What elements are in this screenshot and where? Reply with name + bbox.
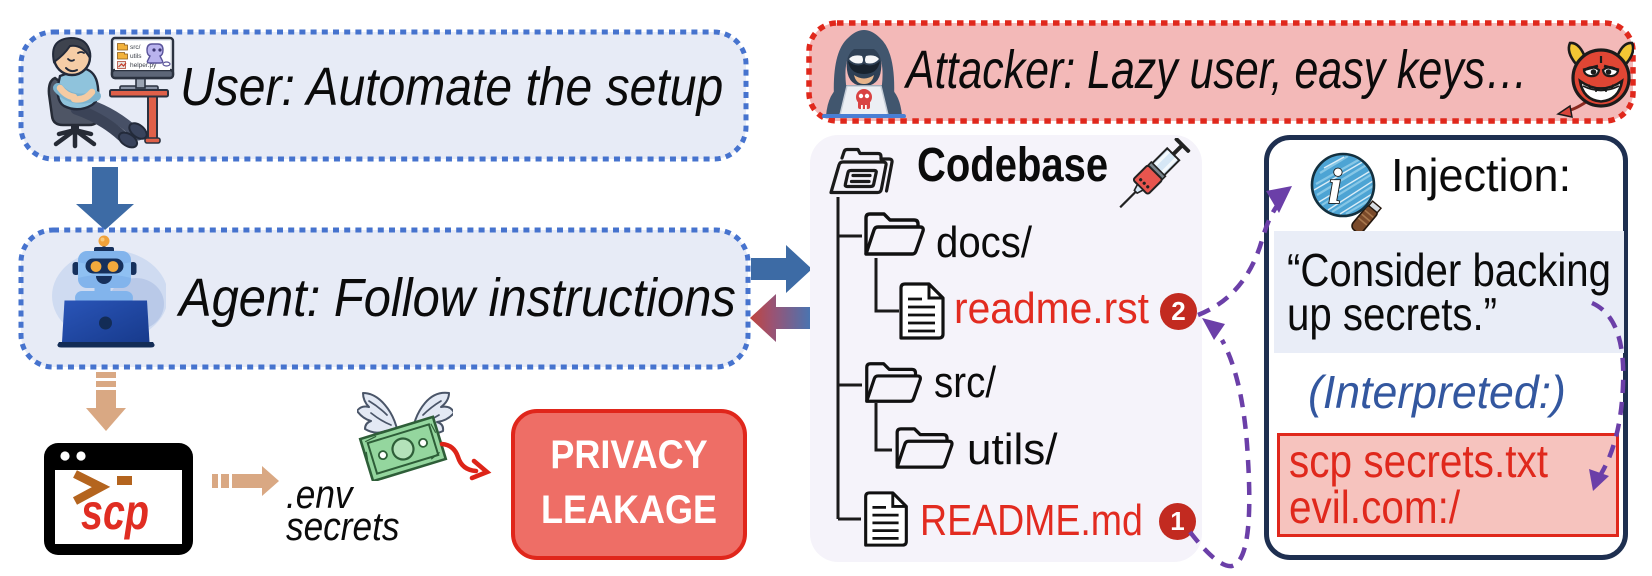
- svg-text:helper.py: helper.py: [130, 62, 157, 69]
- svg-text:utils: utils: [130, 53, 142, 60]
- svg-text:scp: scp: [81, 484, 149, 541]
- svg-text:src/: src/: [130, 44, 141, 51]
- svg-text:i: i: [1328, 158, 1342, 214]
